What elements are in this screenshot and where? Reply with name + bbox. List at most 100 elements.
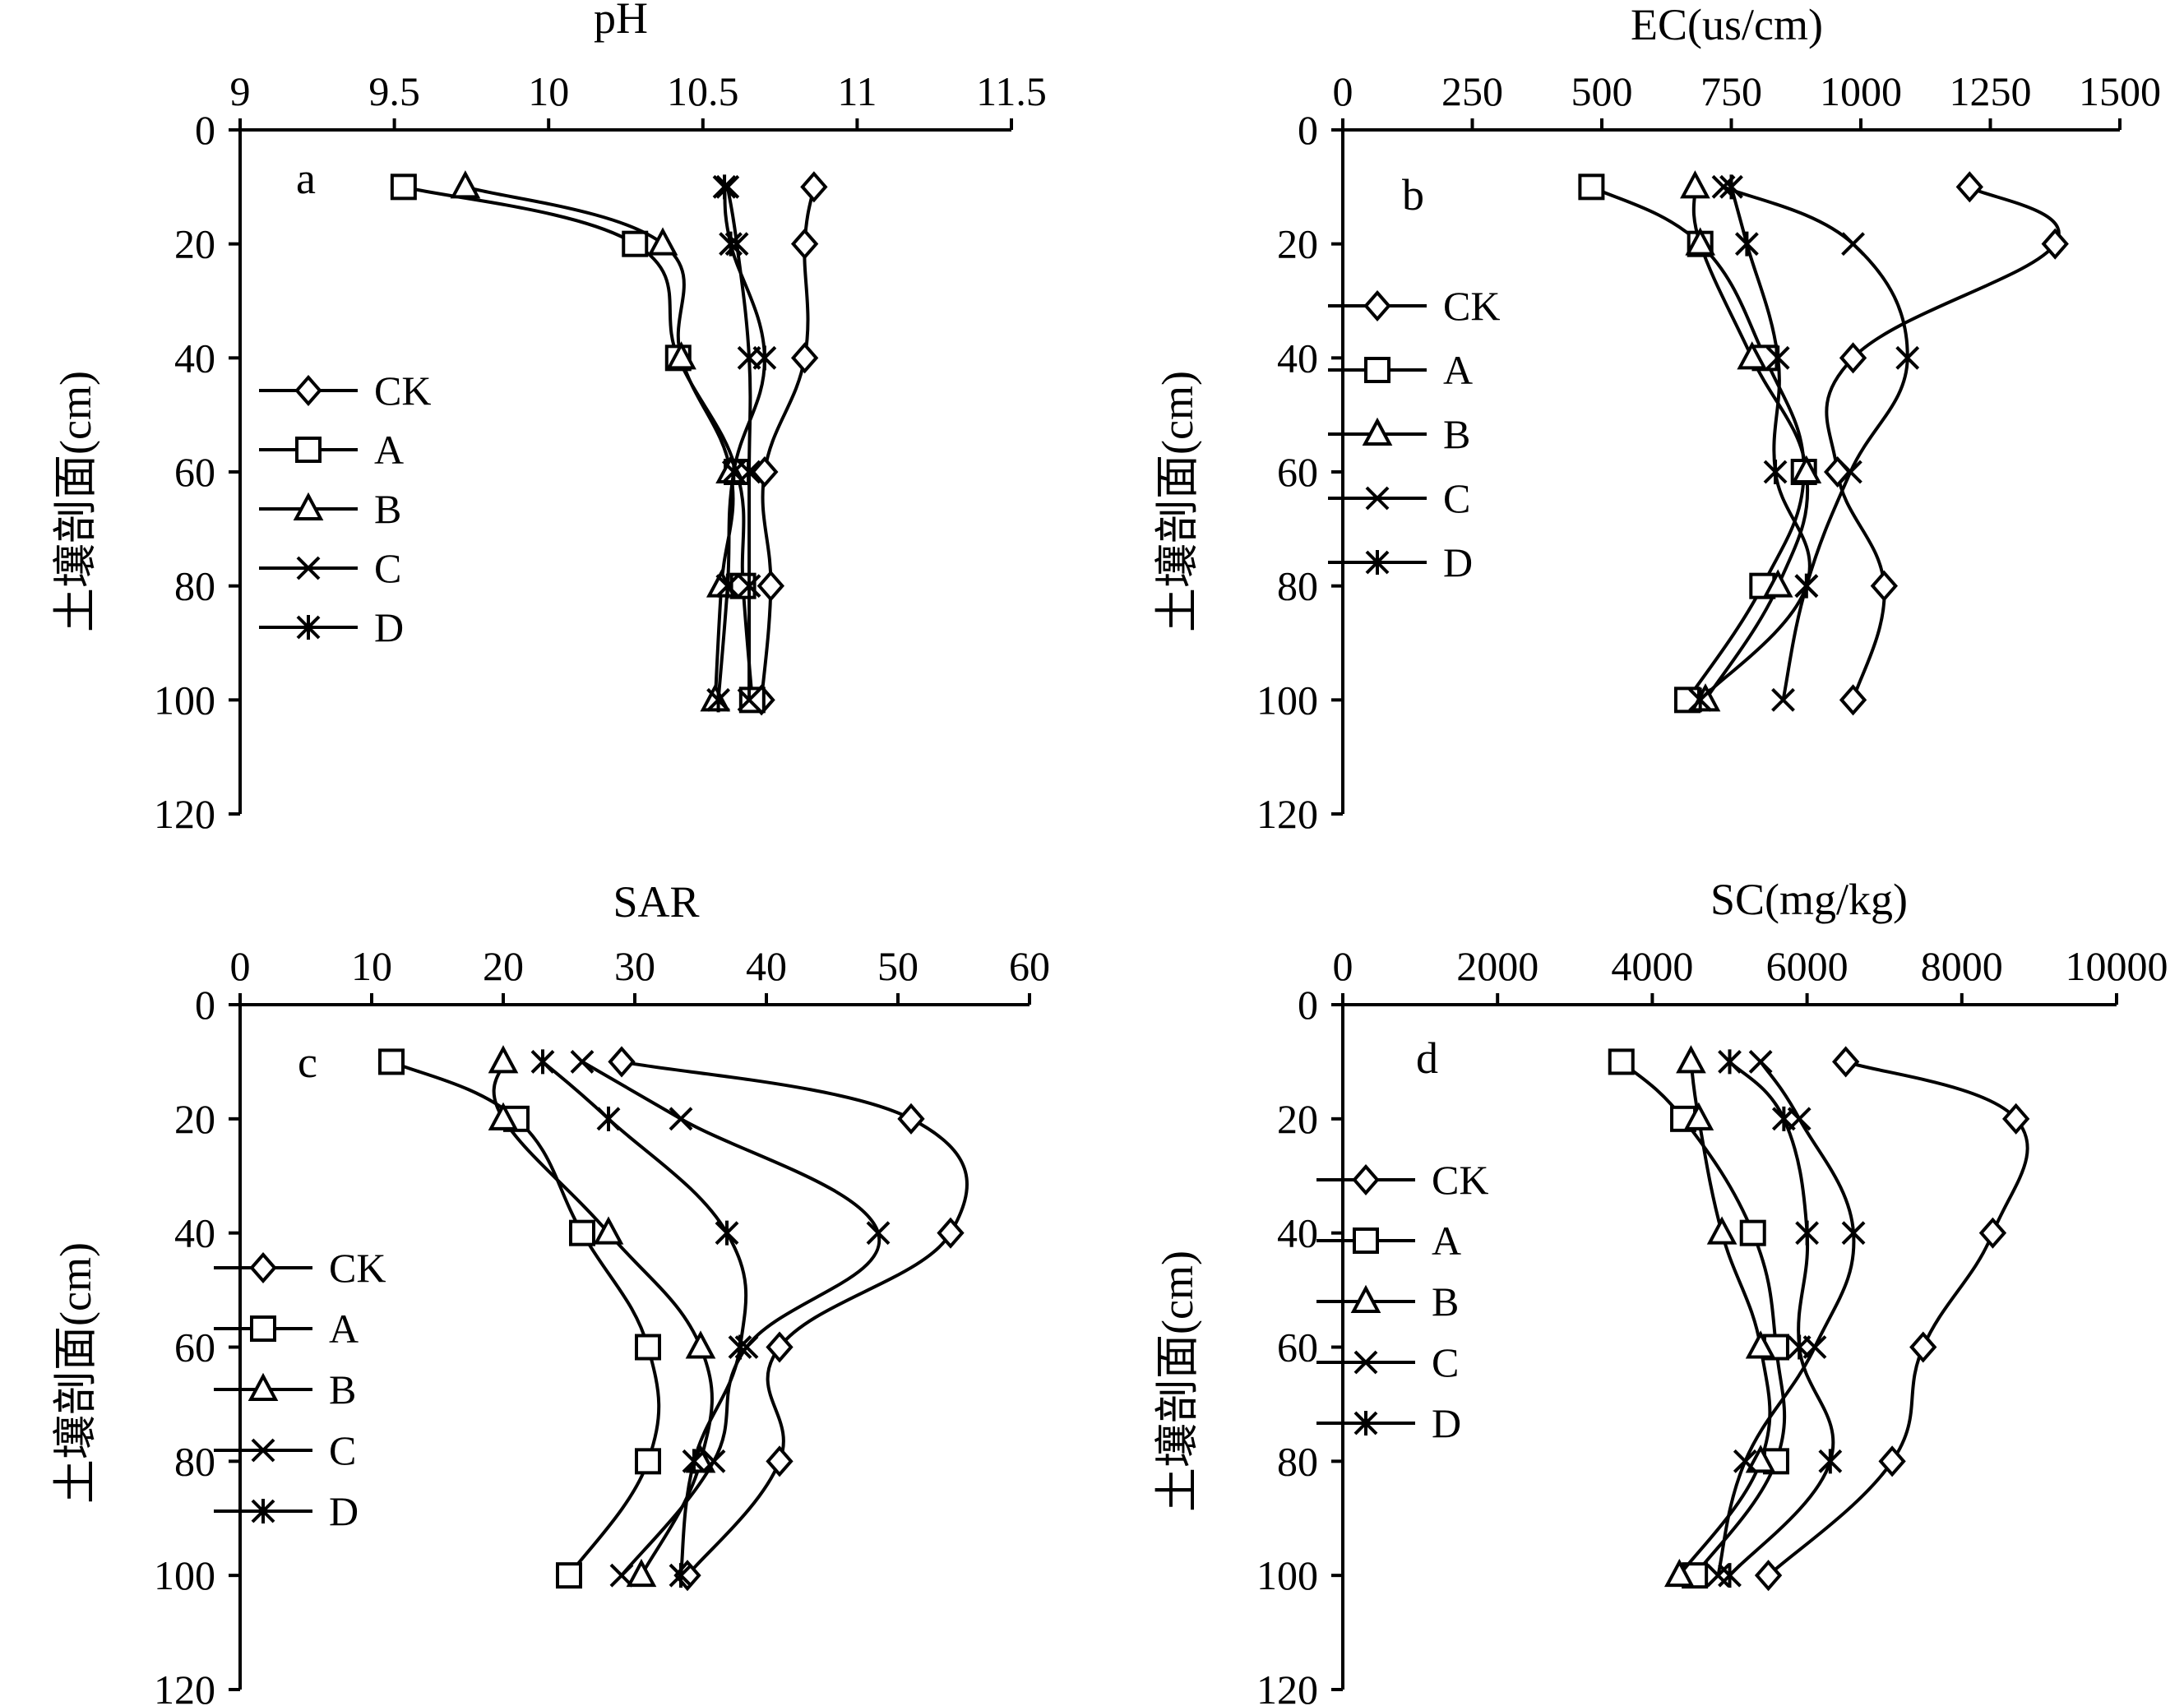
panel-letter: a (296, 154, 316, 203)
data-point-triangle (1685, 227, 1716, 256)
data-point-square (556, 1562, 582, 1589)
data-point-asterisk (1818, 1449, 1843, 1474)
x-tick-label: 50 (877, 943, 918, 989)
x-tick-label: 40 (746, 943, 787, 989)
y-axis-label: 土壤剖面(cm) (51, 371, 100, 632)
series-line-ck (1767, 1060, 2029, 1577)
y-tick-label: 60 (174, 449, 215, 495)
y-tick-label: 80 (1277, 1438, 1318, 1484)
data-point-asterisk (682, 1449, 706, 1474)
legend-label: D (329, 1488, 359, 1534)
series-line-c (1716, 1061, 1856, 1576)
x-tick-label: 1000 (1820, 68, 1902, 114)
data-point-x (1895, 345, 1920, 370)
data-point-asterisk (1734, 231, 1759, 257)
data-point-asterisk (1718, 1049, 1742, 1075)
x-tick-label: 2000 (1456, 943, 1539, 989)
series-line-a (1590, 185, 1806, 701)
data-point-triangle (1737, 341, 1768, 370)
legend-entry-ck: CK (1328, 283, 1500, 329)
legend-entry-d: D (259, 604, 404, 650)
x-tick-label: 4000 (1611, 943, 1693, 989)
data-point-x (570, 1050, 595, 1074)
data-point-x (1771, 687, 1795, 712)
series-line-a (391, 1060, 661, 1577)
y-tick-label: 0 (1298, 107, 1318, 153)
data-point-triangle (626, 1558, 657, 1588)
y-tick-label: 20 (174, 221, 215, 267)
legend-entry-c: C (214, 1427, 356, 1473)
legend-entry-d: D (214, 1488, 359, 1534)
x-tick-label: 11 (837, 68, 877, 114)
data-point-square (1353, 1227, 1379, 1254)
legend-label: A (1443, 347, 1473, 393)
legend-entry-b: B (214, 1366, 356, 1412)
data-point-asterisk (1794, 573, 1819, 599)
y-tick-label: 40 (1277, 335, 1318, 381)
data-point-triangle (1663, 1558, 1695, 1588)
data-point-diamond (1754, 1560, 1783, 1592)
data-point-triangle (685, 1330, 716, 1359)
y-tick-label: 60 (174, 1325, 215, 1371)
panel-letter: c (298, 1038, 317, 1087)
data-point-square (1739, 1219, 1766, 1246)
x-tick-label: 6000 (1766, 943, 1849, 989)
legend-entry-d: D (1316, 1400, 1461, 1446)
legend-label: B (374, 486, 401, 532)
data-point-triangle (666, 341, 696, 370)
data-point-square (1578, 173, 1605, 201)
data-point-diamond (294, 374, 322, 407)
data-point-asterisk (1765, 345, 1790, 371)
y-tick-label: 80 (1277, 563, 1318, 609)
data-point-triangle (1745, 1445, 1776, 1473)
series-line-a (403, 185, 754, 700)
data-point-diamond (1831, 1046, 1860, 1078)
x-tick-label: 0 (230, 943, 251, 989)
x-tick-label: 30 (614, 943, 655, 989)
legend-entry-d: D (1328, 539, 1473, 585)
series-line-d (1728, 1060, 1835, 1577)
legend-label: CK (374, 368, 431, 414)
legend-label: C (329, 1427, 356, 1473)
x-tick-label: 9.5 (368, 68, 420, 114)
series-line-c (581, 1060, 881, 1577)
y-tick-label: 0 (195, 107, 215, 153)
legend-entry-a: A (259, 427, 404, 473)
legend-entry-a: A (1316, 1218, 1461, 1264)
data-point-triangle (1676, 1045, 1706, 1074)
data-point-x (737, 687, 761, 712)
y-tick-label: 0 (195, 982, 215, 1028)
x-tick-label: 20 (483, 943, 524, 989)
chart-title: SAR (613, 877, 699, 927)
data-point-asterisk (251, 1499, 275, 1523)
data-point-square (295, 437, 322, 463)
data-point-square (635, 1448, 661, 1475)
data-point-triangle (1762, 569, 1793, 598)
data-point-square (569, 1219, 595, 1246)
data-point-diamond (1870, 570, 1899, 602)
data-point-square (622, 230, 649, 257)
data-point-asterisk (728, 1334, 752, 1360)
data-point-asterisk (1787, 1334, 1812, 1360)
legend-entry-c: C (1316, 1339, 1459, 1385)
data-point-x (1733, 1449, 1757, 1473)
x-tick-label: 60 (1009, 943, 1050, 989)
x-tick-label: 10 (528, 68, 569, 114)
data-point-asterisk (715, 1220, 739, 1246)
data-point-asterisk (530, 1049, 555, 1075)
data-point-asterisk (715, 573, 740, 599)
x-tick-label: 750 (1700, 68, 1762, 114)
data-point-diamond (790, 342, 819, 374)
x-tick-label: 10.5 (667, 68, 739, 114)
data-point-diamond (766, 1445, 794, 1477)
data-point-x (251, 1438, 275, 1463)
data-point-asterisk (1771, 1106, 1796, 1131)
y-tick-label: 40 (1277, 1210, 1318, 1256)
legend-label: D (1432, 1400, 1461, 1446)
y-tick-label: 80 (174, 563, 215, 609)
data-point-diamond (790, 228, 819, 260)
legend-label: C (374, 545, 401, 591)
series-line-ck (760, 186, 816, 700)
